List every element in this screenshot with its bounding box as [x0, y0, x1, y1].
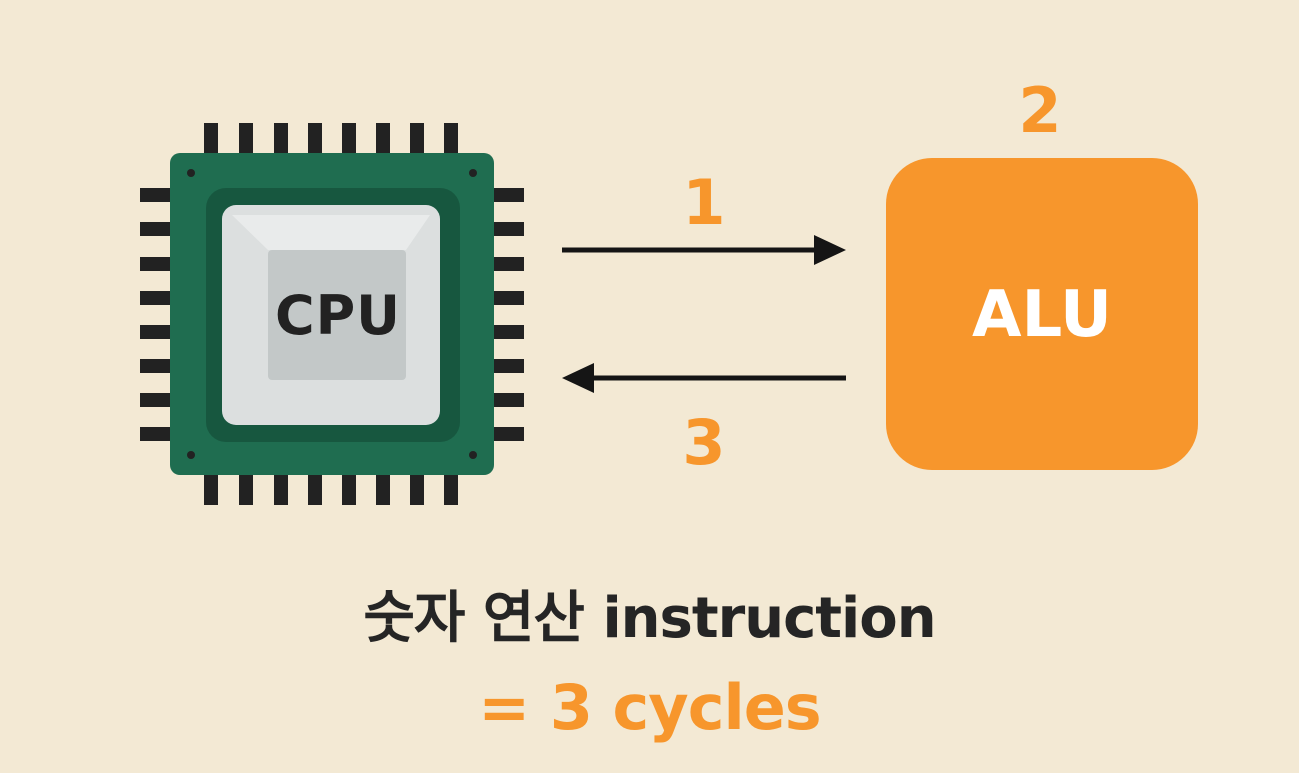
chip-pin: [239, 123, 253, 157]
cpu-chip-icon: [140, 123, 524, 505]
caption-instruction: 숫자 연산 instruction: [363, 586, 936, 651]
chip-pin: [274, 471, 288, 505]
chip-pin: [140, 188, 174, 202]
chip-pins: [140, 123, 524, 505]
chip-pin: [308, 471, 322, 505]
chip-pin: [490, 325, 524, 339]
chip-screw: [469, 451, 477, 459]
chip-pin: [274, 123, 288, 157]
chip-pin: [342, 471, 356, 505]
chip-notch: [300, 424, 364, 440]
cpu-label: CPU: [274, 284, 402, 347]
chip-pin: [490, 291, 524, 305]
chip-pin: [239, 471, 253, 505]
chip-pin: [410, 471, 424, 505]
chip-pin: [490, 222, 524, 236]
chip-pin: [140, 222, 174, 236]
cpu-die-face: [268, 250, 406, 380]
chip-pin: [490, 188, 524, 202]
chip-pin: [140, 325, 174, 339]
step-2-label: 2: [1018, 74, 1062, 147]
arrow-right-icon: [562, 235, 846, 265]
chip-pin: [140, 393, 174, 407]
chip-pin: [342, 123, 356, 157]
chip-pin: [376, 471, 390, 505]
chip-pin: [204, 471, 218, 505]
chip-screw: [187, 169, 195, 177]
chip-pin: [140, 427, 174, 441]
chip-pin: [140, 359, 174, 373]
chip-pin: [444, 471, 458, 505]
step-1-label: 1: [682, 166, 726, 239]
step-3-label: 3: [682, 406, 726, 479]
alu-label: ALU: [972, 278, 1112, 352]
chip-pin: [140, 291, 174, 305]
cpu-die-bevel: [232, 215, 430, 250]
chip-screw: [187, 451, 195, 459]
caption-cycles: = 3 cycles: [478, 671, 821, 744]
chip-pin: [490, 393, 524, 407]
alu-block: [886, 158, 1198, 470]
chip-pin: [490, 427, 524, 441]
chip-screw: [469, 169, 477, 177]
chip-pin: [444, 123, 458, 157]
chip-pin: [490, 359, 524, 373]
chip-pin: [204, 123, 218, 157]
chip-pin: [490, 257, 524, 271]
arrow-left-icon: [562, 363, 846, 393]
chip-pin: [410, 123, 424, 157]
chip-pin: [140, 257, 174, 271]
chip-pin: [376, 123, 390, 157]
chip-pin: [308, 123, 322, 157]
